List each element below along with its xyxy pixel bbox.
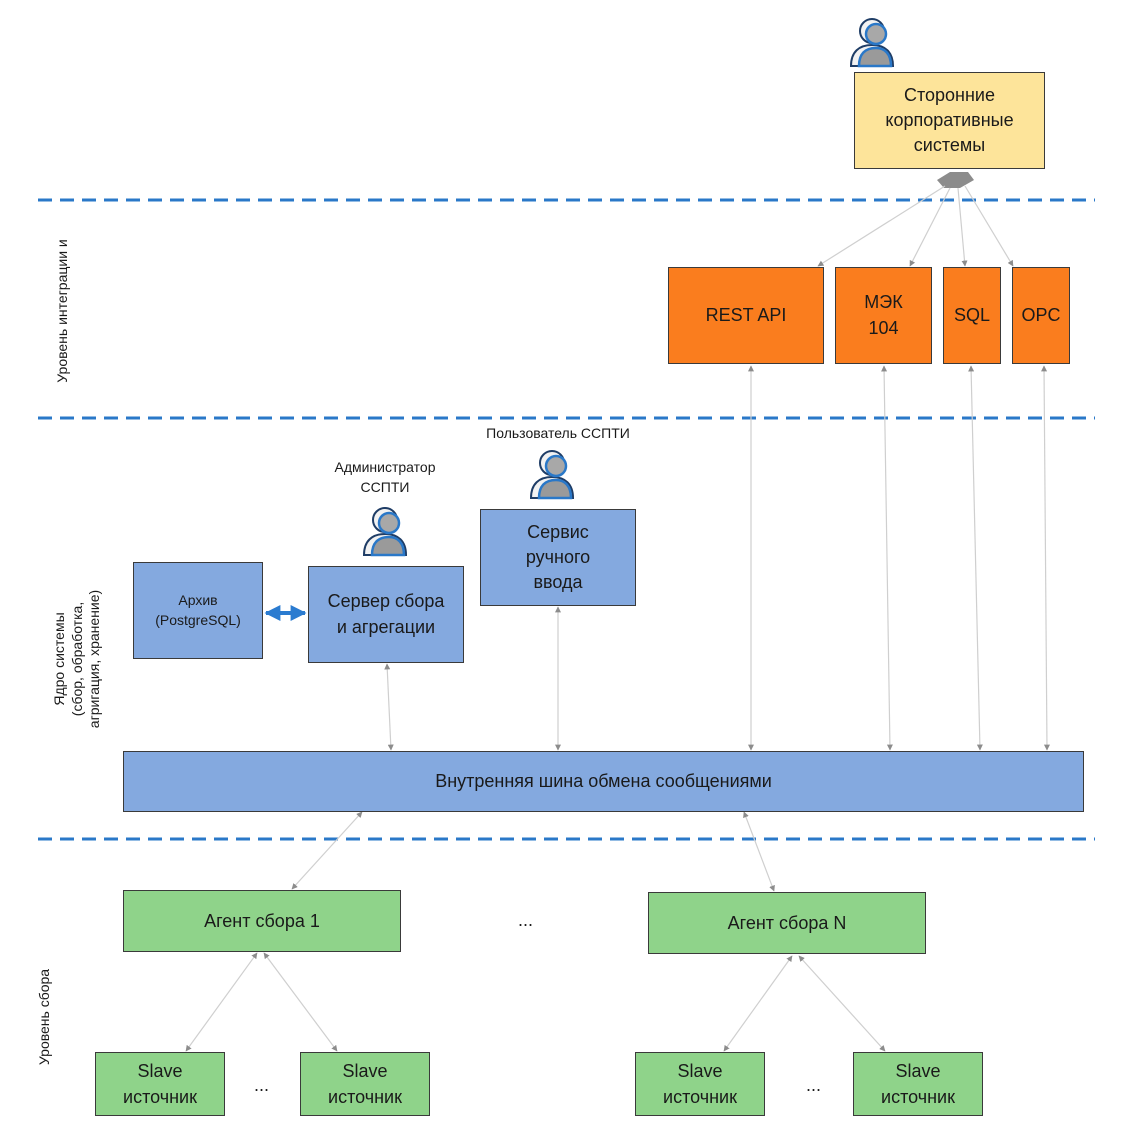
opc-bus-link: [1041, 365, 1050, 751]
agent1-slave-b-link: [263, 952, 338, 1052]
iec104-bus-link: [881, 365, 893, 751]
message-bus-box: Внутренняя шина обмена сообщениями: [123, 751, 1084, 812]
sql-box: SQL: [943, 267, 1001, 364]
collection-server-box: Сервер сбора и агрегации: [308, 566, 464, 663]
rest-api-box: REST API: [668, 267, 824, 364]
integration-level-label: Уровень интеграции и: [54, 239, 70, 383]
agent-n-box: Агент сбора N: [648, 892, 926, 954]
core-level-label: Ядро системы (сбор, обработка, агригация…: [51, 589, 102, 729]
slave-source-box: Slave источник: [853, 1052, 983, 1116]
archive-box: Архив (PostgreSQL): [133, 562, 263, 659]
agent1-slave-a-link: [185, 952, 258, 1052]
collection-level-label: Уровень сбора: [36, 968, 52, 1066]
opc-box: OPC: [1012, 267, 1070, 364]
third-party-systems-box: Сторонние корпоративные системы: [854, 72, 1045, 169]
user-icon: [849, 18, 895, 68]
slaves-ellipsis: ...: [254, 1075, 270, 1095]
iec104-box: МЭК 104: [835, 267, 932, 364]
slave-source-box: Slave источник: [635, 1052, 765, 1116]
agentN-slave-b-link: [798, 955, 886, 1052]
manual-input-box: Сервис ручного ввода: [480, 509, 636, 606]
user-icon: [529, 450, 575, 500]
sql-bus-link: [968, 365, 983, 751]
user-ssti-label: Пользователь ССПТИ: [486, 425, 630, 441]
bus-agent1-link: [291, 811, 363, 890]
slave-source-box: Slave источник: [300, 1052, 430, 1116]
bus-agentN-link: [743, 811, 775, 892]
third-party-hub: [937, 172, 974, 188]
slave-source-box: Slave источник: [95, 1052, 225, 1116]
slaves-ellipsis: ...: [806, 1075, 822, 1095]
hub-to-sql: [957, 187, 968, 267]
admin-ssti-label: Администратор ССПТИ: [334, 459, 436, 495]
server-bus-link: [384, 663, 394, 751]
user-icon: [362, 507, 408, 557]
hub-to-rest-api: [817, 185, 946, 267]
agents-ellipsis: ...: [518, 910, 534, 930]
hub-to-iec104: [909, 187, 951, 267]
agent-1-box: Агент сбора 1: [123, 890, 401, 952]
agentN-slave-a-link: [723, 955, 793, 1052]
hub-to-opc: [964, 185, 1014, 267]
